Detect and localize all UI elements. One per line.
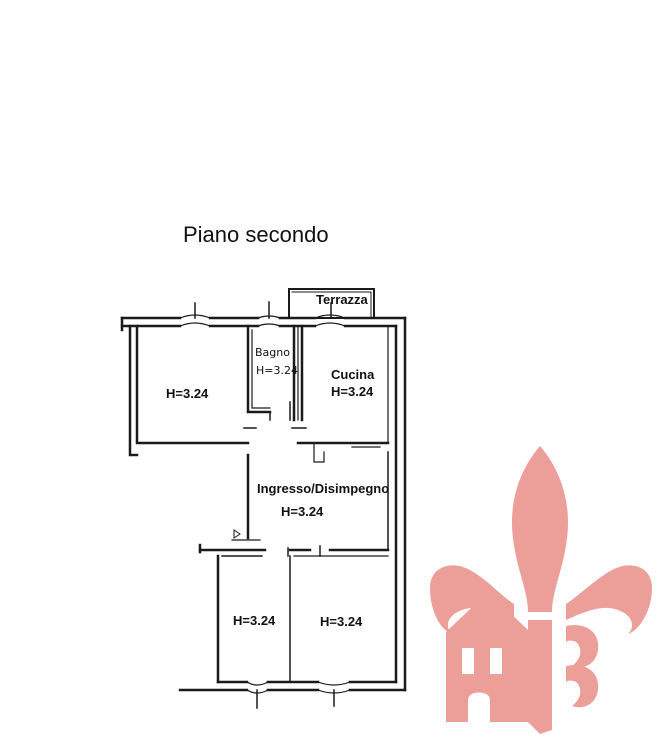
entrance-arrow-icon [233,529,241,539]
bathroom-label: Bagno [255,346,290,359]
hall-label: Ingresso/Disimpegno [257,481,390,496]
kitchen-label: Cucina [331,367,375,382]
kitchen-height: H=3.24 [331,384,374,399]
room-bottom-left-height: H=3.24 [233,613,276,628]
page-title: Piano secondo [183,222,329,247]
bathroom-height: H=3.24 [256,364,298,377]
room-bottom-right-height: H=3.24 [320,614,363,629]
hall-height: H=3.24 [281,504,324,519]
outer-walls [120,316,407,692]
interior-walls [198,324,390,684]
room-top-left-height: H=3.24 [166,386,209,401]
terrace-label: Terrazza [316,292,368,307]
windows [179,301,381,709]
